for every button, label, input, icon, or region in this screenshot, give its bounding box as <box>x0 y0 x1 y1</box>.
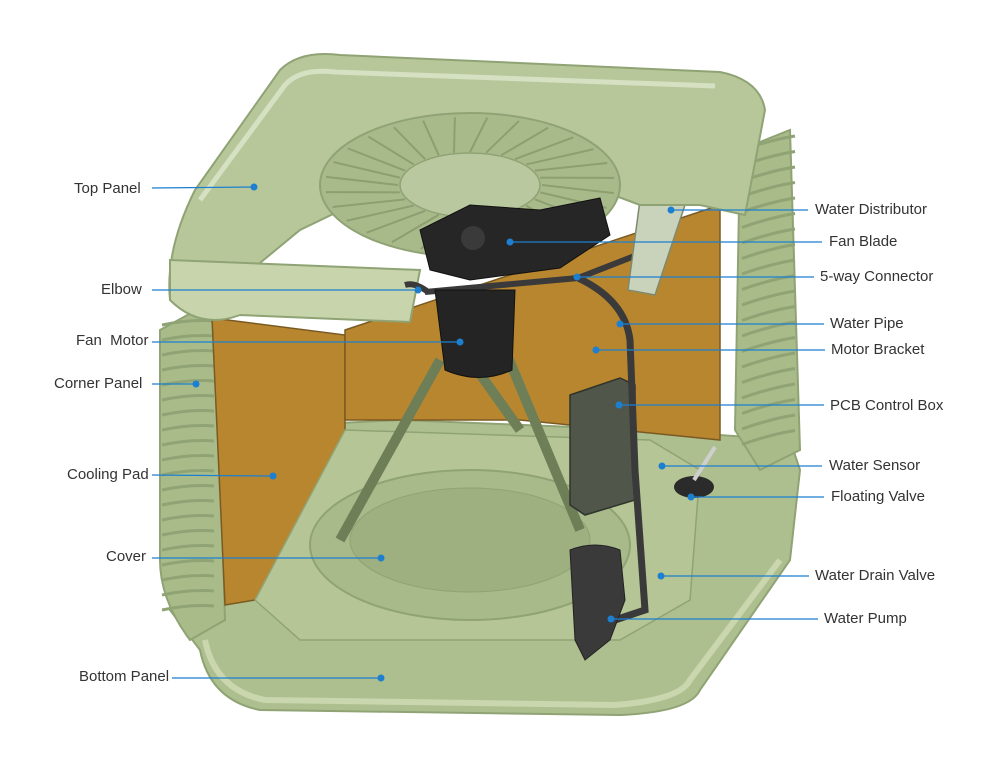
label-top-panel: Top Panel <box>74 180 141 198</box>
label-pcb-control-box: PCB Control Box <box>830 397 943 415</box>
label-corner-panel: Corner Panel <box>54 375 142 393</box>
label-water-sensor: Water Sensor <box>829 457 920 475</box>
leader-dot <box>668 207 675 214</box>
leader-dot <box>270 473 277 480</box>
leader-dot <box>659 463 666 470</box>
leader-dot <box>378 555 385 562</box>
leader-dot <box>251 184 258 191</box>
leader-dot <box>658 573 665 580</box>
label-5-way-connector: 5-way Connector <box>820 268 933 286</box>
label-water-distributor: Water Distributor <box>815 201 927 219</box>
fan-motor-shape <box>435 290 515 378</box>
label-fan-motor: Fan Motor <box>76 332 149 350</box>
label-elbow: Elbow <box>101 281 142 299</box>
leader-dot <box>193 381 200 388</box>
pcb-control-box-shape <box>570 378 635 515</box>
leader-dot <box>415 287 422 294</box>
label-water-drain-valve: Water Drain Valve <box>815 567 935 585</box>
top-panel-front-lip <box>170 260 420 322</box>
label-motor-bracket: Motor Bracket <box>831 341 924 359</box>
fan-hub <box>461 226 485 250</box>
label-fan-blade: Fan Blade <box>829 233 897 251</box>
label-floating-valve: Floating Valve <box>831 488 925 506</box>
label-water-pipe: Water Pipe <box>830 315 904 333</box>
label-bottom-panel: Bottom Panel <box>79 668 169 686</box>
cover-inner <box>350 488 590 592</box>
leader-dot <box>688 494 695 501</box>
label-cooling-pad: Cooling Pad <box>67 466 149 484</box>
leader-dot <box>574 274 581 281</box>
leader-dot <box>593 347 600 354</box>
fan-vane <box>454 117 455 152</box>
label-water-pump: Water Pump <box>824 610 907 628</box>
leader-dot <box>457 339 464 346</box>
label-cover: Cover <box>106 548 146 566</box>
leader-dot <box>378 675 385 682</box>
leader-dot <box>617 321 624 328</box>
leader-dot <box>616 402 623 409</box>
leader-dot <box>608 616 615 623</box>
leader-dot <box>507 239 514 246</box>
